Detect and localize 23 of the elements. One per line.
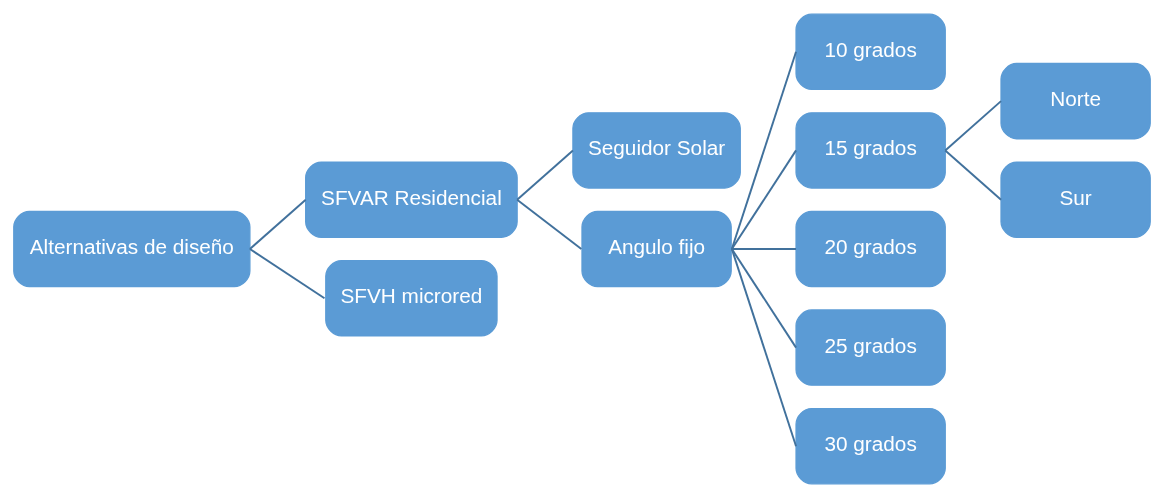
connector <box>944 148 1002 201</box>
node-box: 15 grados <box>795 111 946 189</box>
node-box: 25 grados <box>795 308 946 386</box>
connector <box>730 50 798 250</box>
connector <box>516 148 574 201</box>
connector <box>516 198 583 250</box>
node-box: Norte <box>1000 62 1151 139</box>
connector <box>730 247 798 349</box>
connector <box>730 148 798 250</box>
connector <box>248 198 307 250</box>
node-box: Sur <box>1000 160 1151 238</box>
connector <box>730 247 798 447</box>
node-box: 30 grados <box>795 407 946 484</box>
node-box: 10 grados <box>795 13 946 90</box>
connector <box>248 247 326 299</box>
connector <box>944 99 1002 151</box>
connector <box>730 247 798 250</box>
node-box: Angulo fijo <box>581 210 732 287</box>
node-box: Alternativas de diseño <box>13 210 251 287</box>
node-box: SFVAR Residencial <box>305 160 518 238</box>
node-box: Seguidor Solar <box>572 111 741 189</box>
node-box: SFVH microred <box>325 259 498 337</box>
node-box: 20 grados <box>795 210 946 287</box>
